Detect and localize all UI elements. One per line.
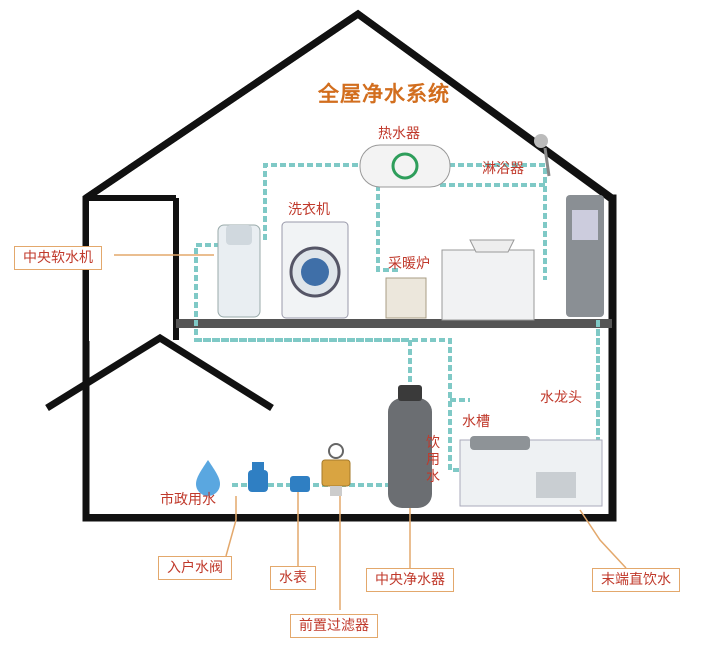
callout-inlet-valve: 入户水阀 xyxy=(158,556,232,580)
central-purifier-icon xyxy=(388,385,432,508)
floor-slab xyxy=(176,319,612,328)
shower-head-icon xyxy=(534,134,551,177)
water-drop-icon xyxy=(196,460,220,496)
water-dispenser-icon xyxy=(566,195,604,317)
diagram-title: 全屋净水系统 xyxy=(318,82,450,106)
washing-machine-icon xyxy=(281,221,349,319)
label-faucet: 水龙头 xyxy=(540,390,582,406)
water-meter-icon xyxy=(290,476,310,492)
small-house-outline xyxy=(45,333,274,411)
inlet-valve-icon xyxy=(248,462,268,492)
callout-pre-filter: 前置过滤器 xyxy=(290,614,378,638)
label-water-heater: 热水器 xyxy=(378,126,420,142)
label-municipal-water: 市政用水 xyxy=(160,492,216,508)
callout-water-meter: 水表 xyxy=(270,566,316,590)
callout-lines xyxy=(114,254,627,610)
callout-central-purifier: 中央净水器 xyxy=(366,568,454,592)
label-drinking-water: 饮用水 xyxy=(426,435,440,485)
label-washing-machine: 洗衣机 xyxy=(288,202,330,218)
callout-terminal-drinker: 末端直饮水 xyxy=(592,568,680,592)
label-shower: 淋浴器 xyxy=(482,161,524,177)
pre-filter-icon xyxy=(321,443,351,496)
bathroom-vanity-icon xyxy=(441,239,535,321)
callout-softener: 中央软水机 xyxy=(14,246,102,270)
kitchen-counter-icon xyxy=(459,436,603,507)
water-heater-icon xyxy=(359,144,451,188)
label-radiator: 采暖炉 xyxy=(388,256,430,272)
label-sink: 水槽 xyxy=(462,414,490,430)
softener-icon xyxy=(217,224,261,318)
radiator-icon xyxy=(385,277,427,319)
